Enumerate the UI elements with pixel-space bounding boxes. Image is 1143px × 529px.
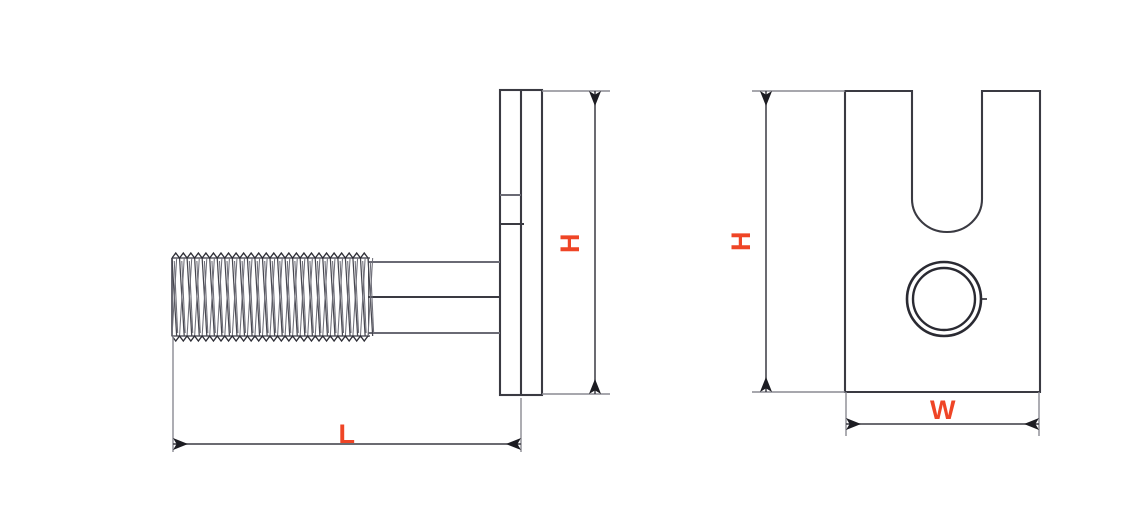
front-view-group: H W xyxy=(726,89,1042,436)
dimension-label-H-side: H xyxy=(555,233,585,253)
threaded-hole xyxy=(905,260,987,338)
dimension-height-front: H xyxy=(726,91,773,392)
dimension-label-H-front: H xyxy=(726,231,756,251)
plain-shank xyxy=(367,258,500,337)
length-extension-lines xyxy=(172,336,522,452)
head-block-outline xyxy=(498,88,544,397)
thread-helix-hatch-secondary xyxy=(171,257,375,337)
hole-inner-circle xyxy=(911,266,977,332)
threaded-shank xyxy=(171,251,375,343)
dimension-label-W: W xyxy=(930,395,956,425)
dimension-length: L xyxy=(173,419,521,451)
head-step-lines xyxy=(500,194,524,226)
thread-teeth-profile xyxy=(171,251,369,343)
side-view-group: L H xyxy=(171,88,610,452)
dimension-label-L: L xyxy=(339,419,356,449)
front-block-outline-with-slot xyxy=(843,89,1042,394)
dimension-width: W xyxy=(846,395,1039,431)
dimension-height-side: H xyxy=(555,91,602,394)
